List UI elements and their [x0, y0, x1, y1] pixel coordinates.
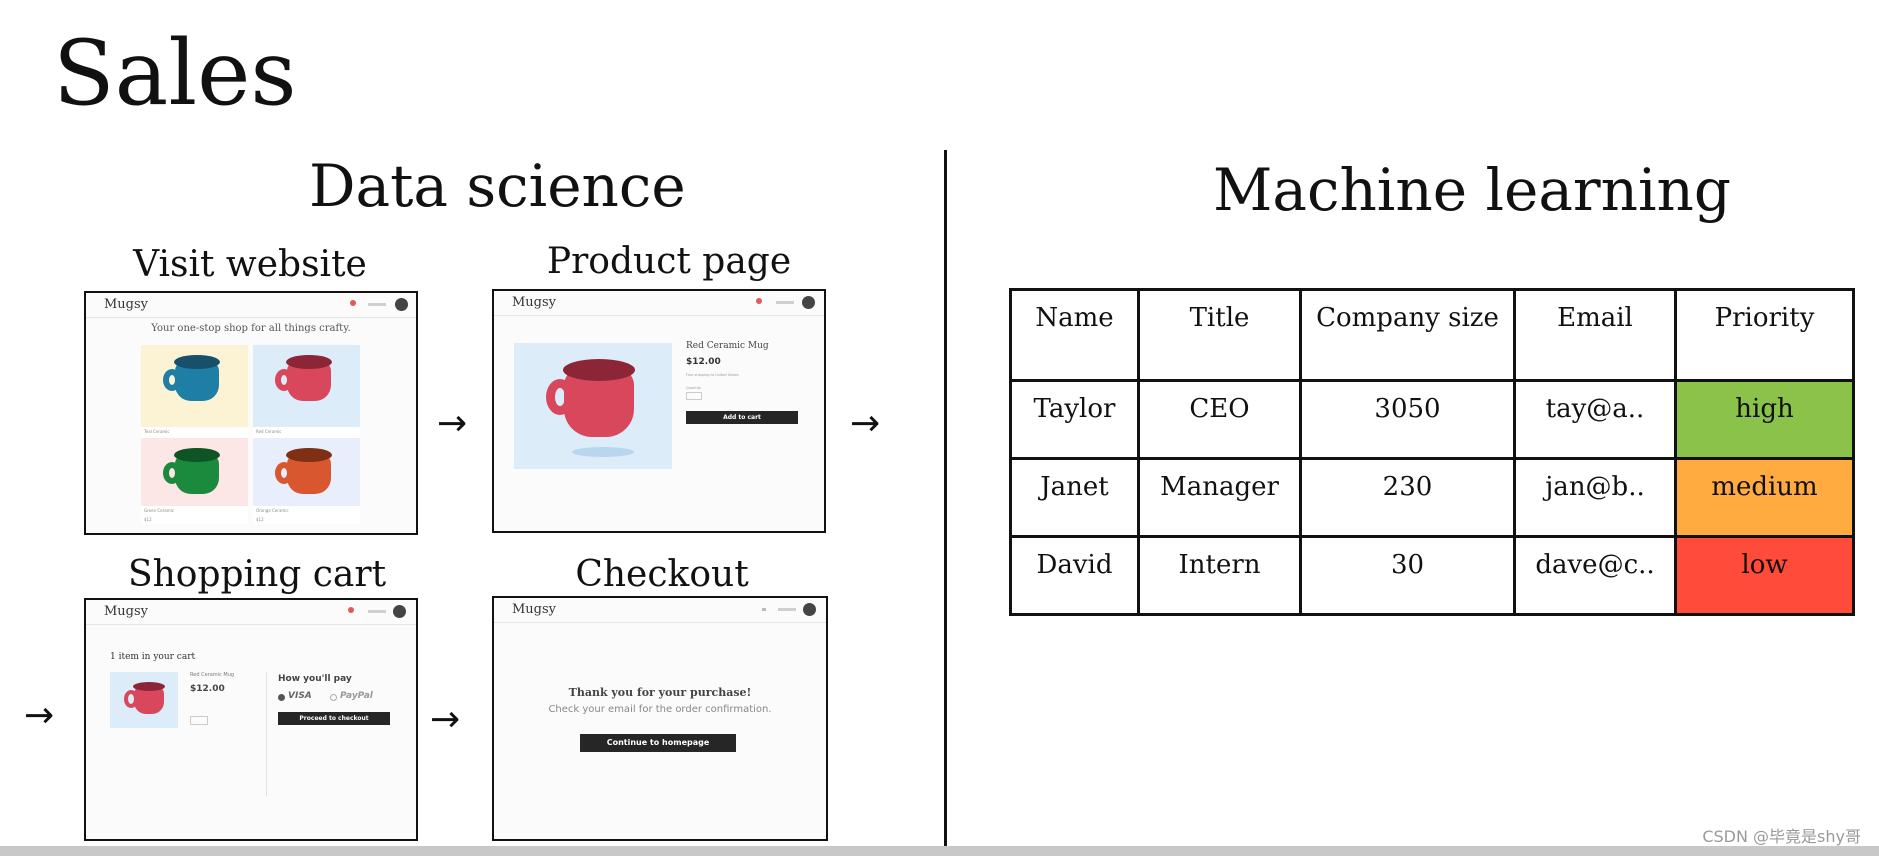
mock-logo: Mugsy: [104, 604, 149, 619]
cart-item-price: $12.00: [190, 684, 225, 694]
mock-tagline: Your one-stop shop for all things crafty…: [151, 323, 351, 334]
table-row: Janet Manager 230 jan@b.. medium: [1009, 457, 1855, 538]
product-tile-red: [253, 345, 360, 427]
cart-badge-icon: [350, 300, 356, 306]
shopping-cart-screenshot: Mugsy 1 item in your cart Red Ceramic Mu…: [84, 598, 418, 841]
mock-logo: Mugsy: [104, 297, 149, 312]
visa-radio[interactable]: [278, 694, 285, 701]
add-to-cart-button[interactable]: Add to cart: [686, 411, 798, 424]
mock-header: Mugsy: [86, 600, 416, 625]
product-page-screenshot: Mugsy Red Ceramic Mug $12.00 Free shippi…: [492, 289, 826, 533]
cart-icon: [762, 608, 766, 611]
cart-count: 1 item in your cart: [110, 652, 196, 662]
mock-nav-link: [776, 301, 794, 304]
cart-badge-icon: [756, 298, 762, 304]
product-price: $12.00: [686, 357, 721, 367]
title-cell: Intern: [1137, 535, 1302, 616]
product-name: Green Ceramic: [144, 508, 174, 513]
watermark: CSDN @毕竟是shy哥: [1702, 827, 1861, 846]
product-price: $12: [144, 517, 152, 522]
continue-to-homepage-button[interactable]: Continue to homepage: [580, 734, 736, 752]
quantity-label: Quantity: [686, 386, 702, 390]
product-title: Red Ceramic Mug: [686, 341, 769, 351]
priority-cell: high: [1674, 379, 1855, 460]
shipping-note: Free shipping to United States: [686, 373, 739, 377]
column-header: Name: [1009, 288, 1140, 382]
mock-header: Mugsy: [494, 291, 824, 316]
priority-cell: low: [1674, 535, 1855, 616]
column-header: Priority: [1674, 288, 1855, 382]
mock-logo: Mugsy: [512, 602, 557, 617]
confirmation-note: Check your email for the order confirmat…: [548, 704, 772, 715]
mock-nav-link: [368, 610, 386, 613]
email-cell: dave@c..: [1513, 535, 1677, 616]
step-label-checkout: Checkout: [575, 554, 749, 595]
arrow-right-icon: →: [24, 695, 55, 736]
name-cell: David: [1009, 535, 1140, 616]
mock-header: Mugsy: [494, 598, 826, 623]
paypal-radio[interactable]: [330, 694, 337, 701]
checkout-screenshot: Mugsy Thank you for your purchase! Check…: [492, 596, 828, 841]
title-cell: CEO: [1137, 379, 1302, 460]
cart-item-name: Red Ceramic Mug: [190, 672, 235, 678]
page-title: Sales: [53, 21, 297, 126]
section-divider: [944, 150, 947, 856]
column-header: Title: [1137, 288, 1302, 382]
quantity-stepper[interactable]: [190, 716, 208, 725]
email-cell: jan@b..: [1513, 457, 1677, 538]
paypal-label: PayPal: [340, 691, 373, 701]
table-row: Taylor CEO 3050 tay@a.. high: [1009, 379, 1855, 460]
title-cell: Manager: [1137, 457, 1302, 538]
mock-nav-link: [368, 303, 386, 306]
product-price: $12: [256, 517, 264, 522]
bottom-bar: [0, 846, 1879, 856]
visit-website-screenshot: Mugsy Your one-stop shop for all things …: [84, 291, 418, 535]
cart-column-divider: [266, 672, 267, 796]
avatar-icon: [803, 603, 816, 616]
table-header-row: Name Title Company size Email Priority: [1009, 288, 1855, 382]
mock-header: Mugsy: [86, 293, 416, 318]
step-label-product-page: Product page: [546, 241, 792, 282]
thank-you-message: Thank you for your purchase!: [568, 686, 752, 699]
company-size-cell: 230: [1299, 457, 1516, 538]
pay-heading: How you'll pay: [278, 674, 352, 684]
leads-table: Name Title Company size Email Priority T…: [1009, 288, 1855, 616]
cart-item-image: [110, 672, 178, 728]
mock-nav-link: [778, 608, 796, 611]
email-cell: tay@a..: [1513, 379, 1677, 460]
company-size-cell: 3050: [1299, 379, 1516, 460]
name-cell: Taylor: [1009, 379, 1140, 460]
quantity-stepper[interactable]: [686, 392, 702, 400]
arrow-right-icon: →: [850, 403, 881, 444]
step-label-shopping-cart: Shopping cart: [127, 554, 387, 595]
product-name: Orange Ceramic: [256, 508, 289, 513]
machine-learning-heading: Machine learning: [1213, 156, 1732, 224]
priority-cell: medium: [1674, 457, 1855, 538]
proceed-to-checkout-button[interactable]: Proceed to checkout: [278, 712, 390, 725]
name-cell: Janet: [1009, 457, 1140, 538]
step-label-visit-website: Visit website: [133, 244, 367, 285]
avatar-icon: [393, 605, 406, 618]
avatar-icon: [395, 298, 408, 311]
company-size-cell: 30: [1299, 535, 1516, 616]
avatar-icon: [802, 296, 815, 309]
table-row: David Intern 30 dave@c.. low: [1009, 535, 1855, 616]
mock-logo: Mugsy: [512, 295, 557, 310]
column-header: Email: [1513, 288, 1677, 382]
product-image: [514, 343, 672, 469]
arrow-right-icon: →: [437, 403, 468, 444]
visa-label: VISA: [288, 691, 312, 701]
product-name: Red Ceramic: [256, 429, 282, 434]
cart-badge-icon: [348, 607, 354, 613]
product-tile-teal: [141, 345, 248, 427]
data-science-heading: Data science: [309, 152, 686, 220]
column-header: Company size: [1299, 288, 1516, 382]
product-name: Teal Ceramic: [144, 429, 170, 434]
arrow-right-icon: →: [430, 699, 461, 740]
